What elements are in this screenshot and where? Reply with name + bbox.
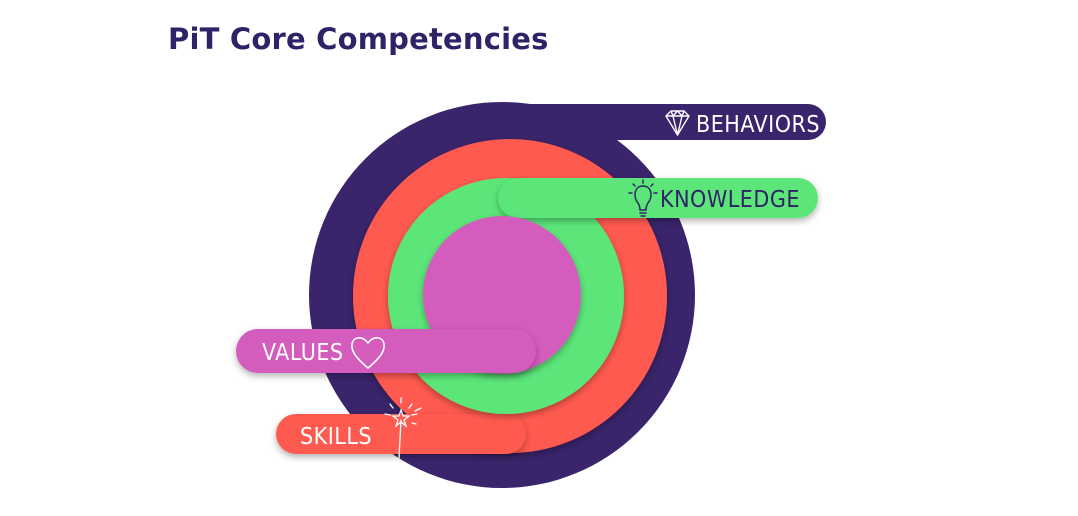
heart-icon [351, 337, 385, 369]
diamond-icon [665, 110, 690, 136]
magic-wand-icon [384, 397, 422, 459]
behaviors-bar [490, 104, 826, 140]
knowledge-bar [498, 178, 818, 218]
values-bar [236, 329, 536, 373]
lightbulb-icon [628, 179, 658, 217]
page-title: PiT Core Competencies [168, 22, 549, 56]
skills-label: SKILLS [300, 424, 372, 450]
values-layer [236, 216, 581, 374]
knowledge-label: KNOWLEDGE [660, 187, 800, 213]
values-label: VALUES [262, 340, 344, 366]
skills-bar [276, 414, 526, 454]
behaviors-label: BEHAVIORS [696, 112, 820, 138]
